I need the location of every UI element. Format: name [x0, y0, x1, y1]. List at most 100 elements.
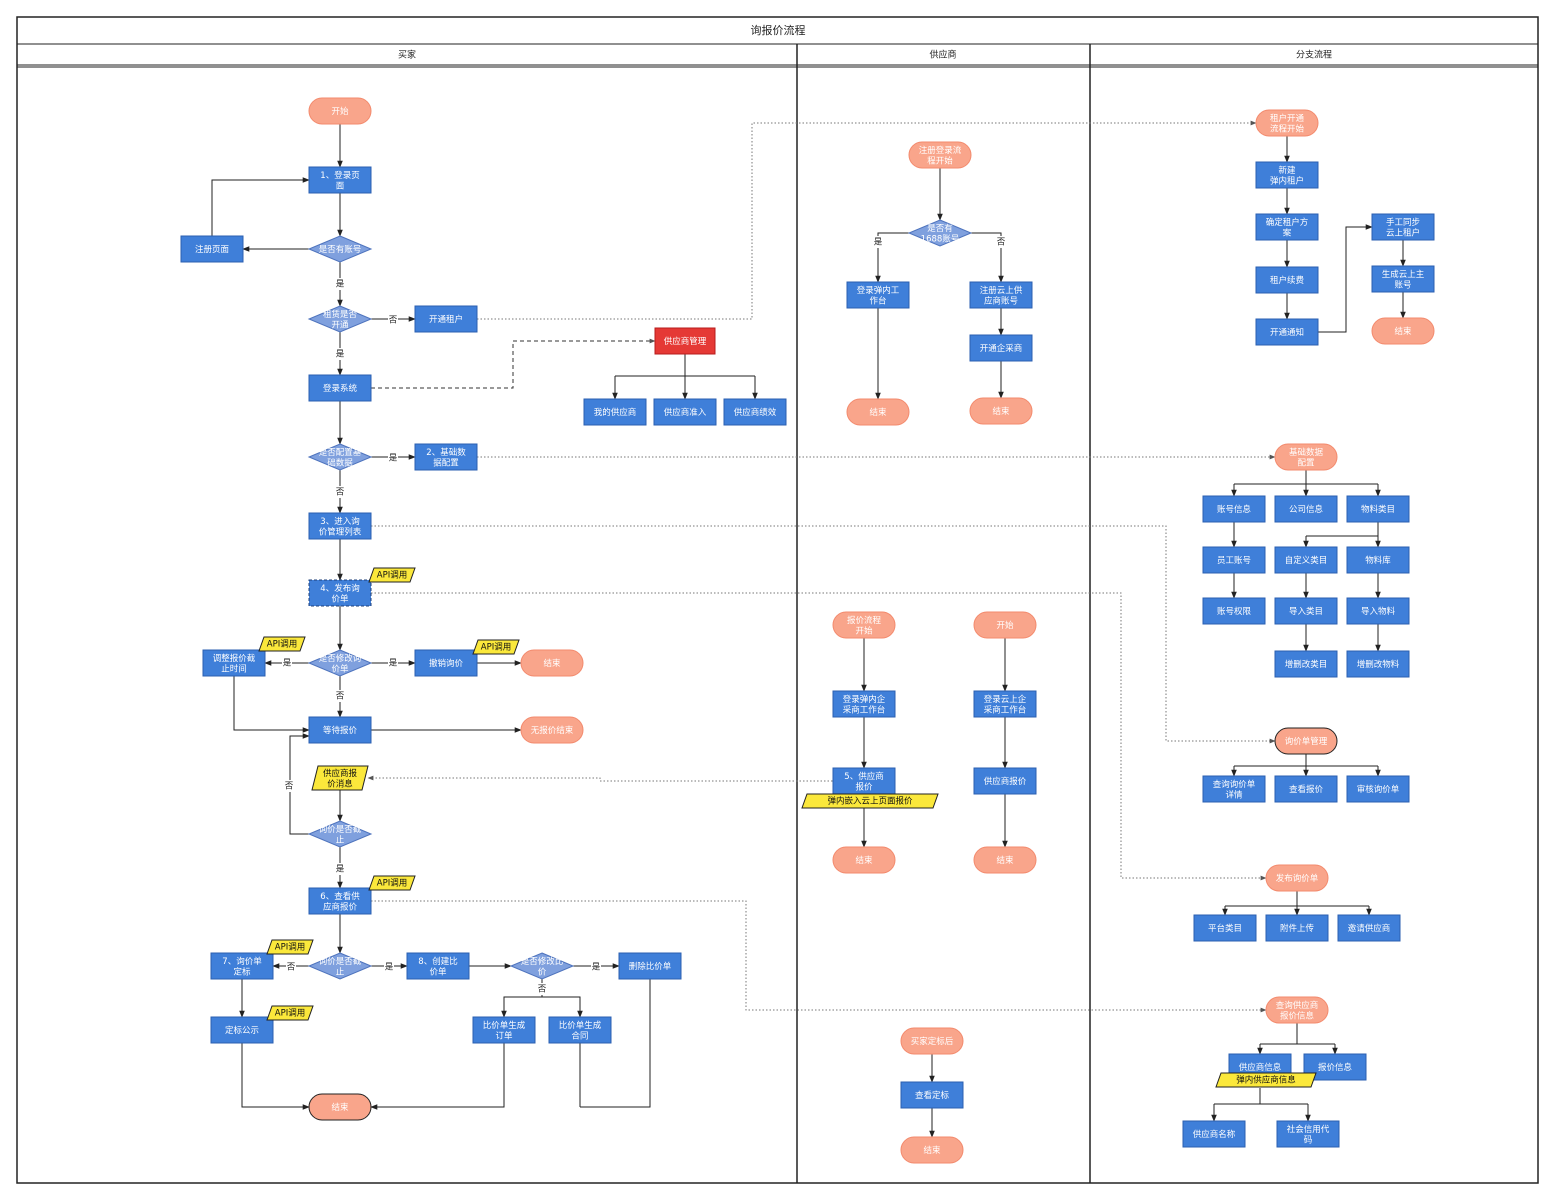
node-s-end-2[interactable]: 结束: [969, 397, 1033, 425]
r-quote-info-label: 报价信息: [1318, 1062, 1353, 1073]
node-r-view-quote[interactable]: 查看报价: [1274, 775, 1338, 803]
node-r-crud-material[interactable]: 增删改物料: [1346, 650, 1410, 678]
node-s-login-cloud[interactable]: 登录云上企采商工作台: [973, 690, 1037, 718]
node-b-end-1[interactable]: 结束: [520, 649, 584, 677]
node-r-employee-account[interactable]: 员工账号: [1202, 546, 1266, 574]
node-s-end-3[interactable]: 结束: [832, 846, 896, 874]
node-b-supplier-perf[interactable]: 供应商绩效: [723, 398, 787, 426]
node-r-attach-upload[interactable]: 附件上传: [1265, 914, 1329, 942]
b-has-account-label: 是否有账号: [319, 244, 362, 255]
node-s-open-procure[interactable]: 开通企采商: [969, 334, 1033, 362]
s-login-workbench-label: 登录弹内工作台: [857, 284, 900, 306]
node-b-delete-compare[interactable]: 删除比价单: [618, 952, 682, 980]
node-r-account-perm[interactable]: 账号权限: [1202, 597, 1266, 625]
node-s-end-1[interactable]: 结束: [846, 398, 910, 426]
node-s-register-cloud[interactable]: 注册云上供应商账号: [969, 281, 1033, 309]
flow-edge: [542, 996, 583, 1018]
node-b-inquiry-ended-2[interactable]: 询价是否截止: [307, 952, 373, 980]
node-r-tenant-renew[interactable]: 租户续费: [1255, 266, 1319, 294]
b-open-tenant-label: 开通租户: [429, 314, 463, 325]
node-b-login-page[interactable]: 1、登录页面: [308, 166, 372, 194]
tag-text: API调用: [377, 571, 407, 581]
flow-edge: [211, 177, 310, 236]
node-b-modify-compare[interactable]: 是否修改比价: [509, 952, 575, 980]
node-b-has-account[interactable]: 是否有账号: [307, 235, 373, 263]
node-r-platform-cat[interactable]: 平台类目: [1193, 914, 1257, 942]
node-r-account-info[interactable]: 账号信息: [1202, 495, 1266, 523]
node-b-register-page[interactable]: 注册页面: [180, 235, 244, 263]
node-s-end-5[interactable]: 结束: [900, 1136, 964, 1164]
node-s-start[interactable]: 开始: [973, 611, 1037, 639]
node-b-compare-contract[interactable]: 比价单生成合同: [548, 1016, 612, 1044]
node-b-basic-config[interactable]: 2、基础数据配置: [414, 443, 478, 471]
node-r-supplier-name[interactable]: 供应商名称: [1182, 1120, 1246, 1148]
b-modify-inquiry-label: 是否修改询价单: [319, 652, 362, 674]
node-r-gen-main-account[interactable]: 生成云上主账号: [1371, 265, 1435, 293]
node-b-award-publicity[interactable]: 定标公示: [210, 1016, 274, 1044]
node-r-end-1[interactable]: 结束: [1371, 317, 1435, 345]
node-r-material-lib[interactable]: 物料库: [1346, 546, 1410, 574]
node-b-create-compare[interactable]: 8、创建比价单: [406, 952, 470, 980]
node-b-adjust-deadline[interactable]: 调整报价截止时间: [202, 649, 266, 677]
node-b-publish-inquiry[interactable]: 4、发布询价单: [308, 579, 372, 607]
node-s-reg-start[interactable]: 注册登录流程开始: [908, 141, 972, 169]
node-r-review-inquiry[interactable]: 审核询价单: [1346, 775, 1410, 803]
r-gen-main-account-label: 生成云上主账号: [1382, 268, 1425, 290]
node-r-crud-cat[interactable]: 增删改类目: [1274, 650, 1338, 678]
node-r-inquiry-mgmt[interactable]: 询价单管理: [1274, 727, 1338, 755]
node-r-confirm-plan[interactable]: 确定租户方案: [1255, 213, 1319, 241]
s-reg-start-label: 注册登录流程开始: [919, 144, 962, 166]
node-b-view-quotes[interactable]: 6、查看供应商报价: [308, 887, 372, 915]
node-r-publish-inquiry[interactable]: 发布询价单: [1265, 864, 1329, 892]
node-b-cancel-inquiry[interactable]: 撤销询价: [414, 649, 478, 677]
node-r-tenant-start[interactable]: 租户开通流程开始: [1255, 109, 1319, 137]
node-r-query-supplier-quote[interactable]: 查询供应商报价信息: [1265, 996, 1329, 1024]
node-s-end-4[interactable]: 结束: [973, 846, 1037, 874]
node-b-end-final[interactable]: 结束: [308, 1093, 372, 1121]
node-r-credit-code[interactable]: 社会信用代码: [1276, 1120, 1340, 1148]
node-b-modify-inquiry[interactable]: 是否修改询价单: [307, 649, 373, 677]
node-s-supplier-quote-5[interactable]: 5、供应商报价: [832, 767, 896, 795]
node-r-query-inquiry[interactable]: 查询询价单详情: [1202, 775, 1266, 803]
node-r-invite-supplier[interactable]: 邀请供应商: [1337, 914, 1401, 942]
node-b-tenant-open[interactable]: 租赁是否开通: [307, 305, 373, 333]
node-b-basic-configured[interactable]: 是否配置基础数据: [307, 443, 373, 471]
node-b-supplier-quote-msg[interactable]: 供应商报价消息: [311, 765, 369, 791]
node-b-supplier-mgmt[interactable]: 供应商管理: [654, 327, 716, 355]
node-b-supplier-access[interactable]: 供应商准入: [653, 398, 717, 426]
node-b-compare-order[interactable]: 比价单生成订单: [472, 1016, 536, 1044]
node-r-manual-sync[interactable]: 手工同步云上租户: [1371, 213, 1435, 241]
node-b-wait-quote[interactable]: 等待报价: [308, 716, 372, 744]
node-r-open-notice[interactable]: 开通通知: [1255, 318, 1319, 346]
node-s-buyer-awarded[interactable]: 买家定标后: [900, 1027, 964, 1055]
node-s-login-inner[interactable]: 登录弹内企采商工作台: [832, 690, 896, 718]
node-b-award[interactable]: 7、询价单定标: [210, 952, 274, 980]
node-b-enter-inquiry-list[interactable]: 3、进入询价管理列表: [308, 512, 372, 540]
node-s-supplier-quote[interactable]: 供应商报价: [973, 767, 1037, 795]
node-r-import-cat[interactable]: 导入类目: [1274, 597, 1338, 625]
node-s-quote-start[interactable]: 报价流程开始: [832, 611, 896, 639]
r-account-info-label: 账号信息: [1217, 504, 1252, 515]
node-s-login-workbench[interactable]: 登录弹内工作台: [846, 281, 910, 309]
node-b-login-system[interactable]: 登录系统: [308, 374, 372, 402]
node-r-company-info[interactable]: 公司信息: [1274, 495, 1338, 523]
r-basic-config-label: 基础数据配置: [1289, 446, 1324, 468]
node-b-start[interactable]: 开始: [308, 97, 372, 125]
node-b-inquiry-ended[interactable]: 询价是否截止: [307, 820, 373, 848]
node-b-no-quote-end[interactable]: 无报价结束: [520, 716, 584, 744]
pool-frame: [16, 16, 1539, 1184]
node-r-basic-config[interactable]: 基础数据配置: [1274, 443, 1338, 471]
node-r-material-cat[interactable]: 物料类目: [1346, 495, 1410, 523]
node-r-import-material[interactable]: 导入物料: [1346, 597, 1410, 625]
node-s-view-award[interactable]: 查看定标: [900, 1081, 964, 1109]
node-b-my-suppliers[interactable]: 我的供应商: [583, 398, 647, 426]
api-call-tag: API调用: [368, 567, 416, 583]
node-b-open-tenant[interactable]: 开通租户: [414, 305, 478, 333]
api-call-tag: API调用: [368, 875, 416, 891]
node-r-new-tenant[interactable]: 新建弹内租户: [1255, 161, 1319, 189]
s-register-cloud-label: 注册云上供应商账号: [980, 284, 1023, 306]
annotation-tag-inner-supplier: 弹内供应商信息: [1215, 1072, 1317, 1088]
node-r-custom-cat[interactable]: 自定义类目: [1274, 546, 1338, 574]
